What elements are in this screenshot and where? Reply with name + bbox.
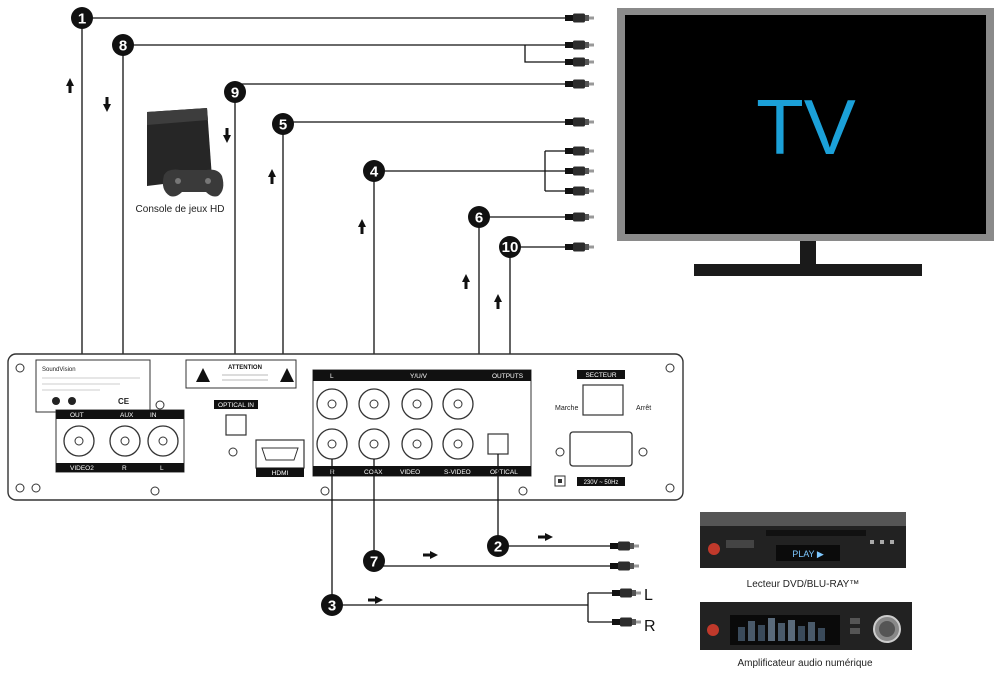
dvd-display: PLAY ▶ — [792, 549, 824, 559]
badge-3: 3 — [321, 594, 343, 616]
badge-10: 10 — [499, 236, 521, 258]
port-optical-out — [487, 433, 509, 455]
badge-7: 7 — [363, 550, 385, 572]
power-socket — [569, 431, 633, 467]
dvd-player: PLAY ▶ Lecteur DVD/BLU-RAY™ — [700, 512, 906, 590]
svg-text:5: 5 — [279, 117, 287, 134]
tv-stand — [694, 264, 922, 276]
port-aux-label: AUX — [120, 412, 134, 419]
tv-screen — [625, 15, 986, 234]
badge-4: 4 — [363, 160, 385, 182]
svg-text:4: 4 — [370, 164, 379, 181]
port-hdmi — [261, 447, 299, 461]
svg-text:8: 8 — [119, 38, 127, 55]
badge-5: 5 — [272, 113, 294, 135]
game-console: Console de jeux HD — [136, 108, 225, 215]
svg-text:CE: CE — [118, 397, 130, 406]
port-video-label: VIDEO — [400, 469, 420, 476]
svg-text:2: 2 — [494, 539, 502, 556]
badge-8: 8 — [112, 34, 134, 56]
rca-right-label: R — [644, 618, 656, 635]
amp-label: Amplificateur audio numérique — [737, 658, 873, 669]
port-l-top-label: L — [330, 373, 334, 380]
badge-1: 1 — [71, 7, 93, 29]
svg-text:1: 1 — [78, 11, 86, 28]
port-svideo-label: S-VIDEO — [444, 469, 471, 476]
console-label: Console de jeux HD — [136, 204, 225, 215]
arret-label: Arrêt — [636, 405, 651, 412]
secteur-label: SECTEUR — [585, 372, 616, 379]
badge-9: 9 — [224, 81, 246, 103]
rear-panel: SoundVision CE ATTENTION OUT AUX IN VIDE… — [7, 353, 684, 501]
tv-label: TV — [756, 83, 856, 171]
svg-text:3: 3 — [328, 598, 336, 615]
outputs-label: OUTPUTS — [492, 373, 524, 380]
voltage-label: 230V ~ 50Hz — [584, 480, 619, 486]
svg-text:10: 10 — [502, 239, 519, 256]
tv-neck — [800, 241, 816, 265]
port-hdmi-label: HDMI — [272, 470, 289, 477]
badge-2: 2 — [487, 535, 509, 557]
port-optical-label: OPTICAL — [490, 469, 518, 476]
optical-in-label: OPTICAL IN — [218, 402, 254, 409]
port-out-label: OUT — [70, 412, 84, 419]
port-video2-label: VIDEO2 — [70, 465, 94, 472]
amplifier: Amplificateur audio numérique — [700, 602, 912, 669]
port-in-label: IN — [150, 412, 157, 419]
tv: TV — [617, 8, 994, 276]
attention-label: ATTENTION — [228, 365, 262, 371]
svg-text:9: 9 — [231, 85, 239, 102]
brand-label: SoundVision — [42, 367, 76, 373]
port-optical-in — [225, 414, 247, 436]
port-l-label: L — [160, 465, 164, 472]
rca-left-label: L — [644, 587, 653, 604]
yuv-label: Y/U/V — [410, 373, 428, 380]
svg-text:7: 7 — [370, 554, 378, 571]
power-switch — [582, 384, 624, 416]
port-r-label: R — [122, 465, 127, 472]
svg-text:6: 6 — [475, 210, 483, 227]
dvd-label: Lecteur DVD/BLU-RAY™ — [747, 579, 860, 590]
badge-6: 6 — [468, 206, 490, 228]
marche-label: Marche — [555, 405, 578, 412]
